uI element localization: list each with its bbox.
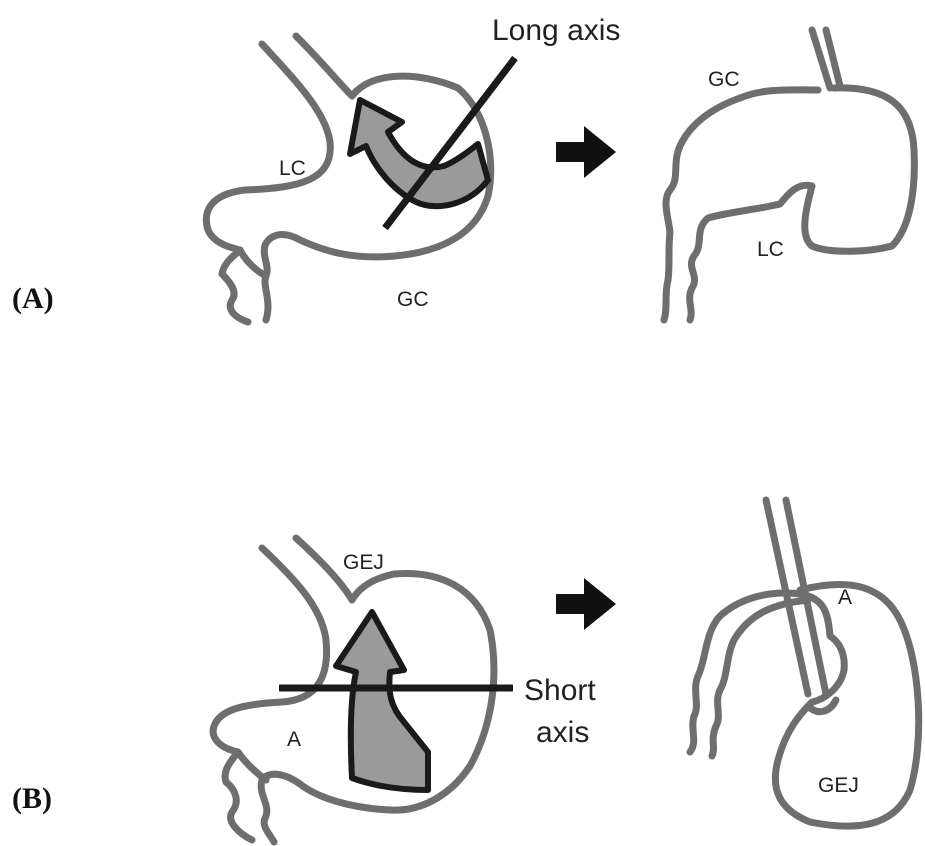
panel-b-after-gej-label: GEJ (818, 774, 859, 797)
panel-a-label: (A) (12, 282, 54, 315)
panel-a-after-gc-label: GC (708, 68, 740, 91)
panel-b-stomach-after (690, 500, 919, 826)
panel-b-rotation-arrow (336, 612, 428, 790)
panel-a-transition-arrow (556, 126, 616, 178)
panel-a-after-lc-label: LC (757, 238, 784, 261)
panel-b-after-antrum-label: A (838, 586, 852, 609)
panel-a-after-greater-curvature (664, 90, 818, 320)
panel-b-esophagus-left-wall (213, 548, 326, 840)
panel-b-gej-label: GEJ (343, 551, 384, 574)
panel-a-lc-label: LC (279, 157, 306, 180)
panel-a: Long axis LC GC GC LC (A) (12, 14, 914, 322)
panel-a-gc-label: GC (397, 288, 429, 311)
panel-a-long-axis-label: Long axis (492, 14, 620, 47)
panel-b-short-axis-label-line2: axis (536, 716, 589, 749)
panel-b-short-axis-label-line1: Short (524, 674, 596, 707)
panel-a-after-body (690, 88, 915, 320)
panel-b-after-outer-curve (690, 584, 919, 826)
panel-b-antrum-label: A (287, 728, 301, 751)
panel-b-pylorus-fold (238, 752, 266, 780)
panel-b-label: (B) (12, 782, 52, 815)
panel-b: GEJ A Short axis A GEJ (B) (12, 500, 919, 842)
panel-b-transition-arrow (556, 578, 616, 630)
panel-a-stomach-after (664, 30, 914, 320)
